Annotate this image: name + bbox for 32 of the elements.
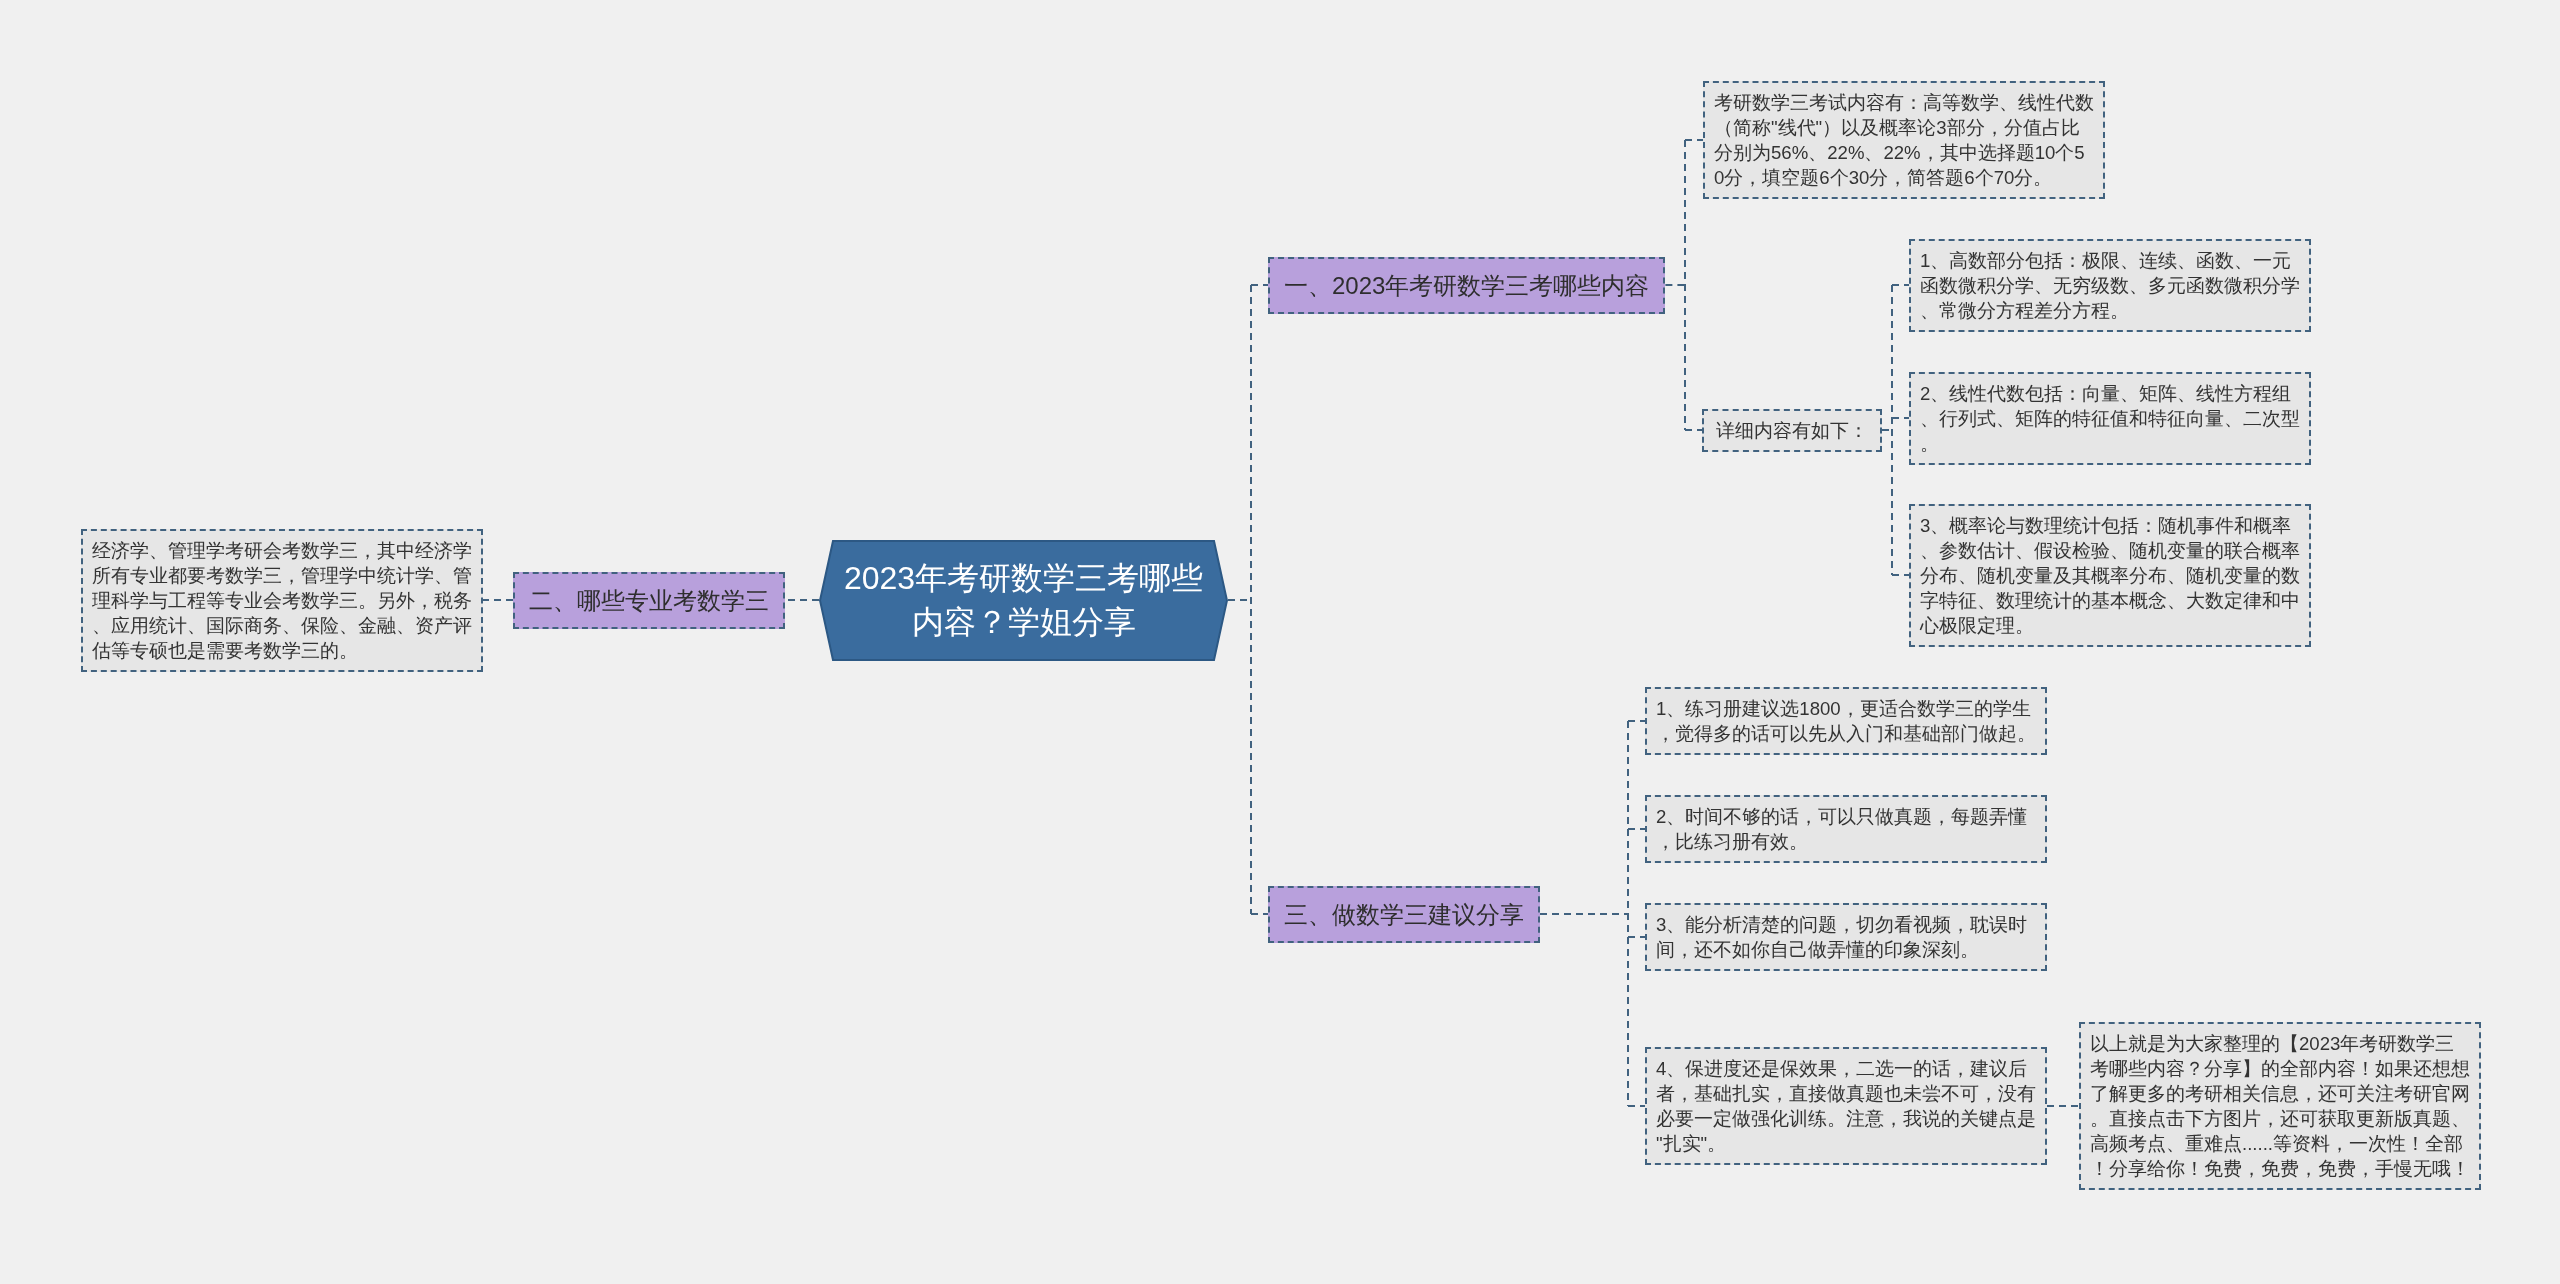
topic-box: 一、2023年考研数学三考哪些内容 (1268, 256, 1666, 314)
connector-line (1664, 139, 1686, 431)
central-topic: 2023年考研数学三考哪些内容？学姐分享 (819, 539, 1228, 661)
connector-line (1227, 284, 1252, 915)
connector-line (1684, 429, 1703, 431)
topic-box: 二、哪些专业考数学三 (513, 571, 785, 629)
connector-line (1627, 828, 1646, 830)
text-box: 3、能分析清楚的问题，切勿看视频，耽误时间，还不如你自己做弄懂的印象深刻。 (1645, 903, 2047, 971)
connector-line (1891, 284, 1910, 286)
subtopic-box: 详细内容有如下： (1702, 408, 1882, 452)
topic-box: 三、做数学三建议分享 (1268, 885, 1540, 943)
connector-line (1684, 139, 1704, 141)
connector-line (1891, 574, 1910, 576)
text-box: 2、时间不够的话，可以只做真题，每题弄懂，比练习册有效。 (1645, 795, 2047, 863)
text-box: 以上就是为大家整理的【2023年考研数学三考哪些内容？分享】的全部内容！如果还想想了解更多的考研相关信息，还可关注考研官网。直接点击下方图片，还可获取更新版真题、高频考点、重难点......等资料，一次性！全部！分享给你！免费，免费，免费，手慢无哦！ (2079, 1022, 2481, 1190)
text-box: 1、练习册建议选1800，更适合数学三的学生，觉得多的话可以先从入门和基础部门做起。 (1645, 687, 2047, 755)
connector-line (1250, 284, 1269, 286)
connector-line (1891, 417, 1910, 419)
text-box: 经济学、管理学考研会考数学三，其中经济学所有专业都要考数学三，管理学中统计学、管理科学与工程等专业会考数学三。另外，税务、应用统计、国际商务、保险、金融、资产评估等专硕也是需要考数学三的。 (81, 528, 483, 672)
connector-line (1627, 936, 1646, 938)
connector-line (1627, 1105, 1646, 1107)
connector-line (1539, 720, 1629, 1107)
connector-line (2046, 1105, 2080, 1107)
text-box: 考研数学三考试内容有：高等数学、线性代数（简称"线代"）以及概率论3部分，分值占比分别为56%、22%、22%，其中选择题10个50分，填空题6个30分，简答题6个70分。 (1703, 81, 2105, 199)
connector-line (1881, 284, 1893, 576)
text-box: 4、保进度还是保效果，二选一的话，建议后者，基础扎实，直接做真题也未尝不可，没有必要一定做强化训练。注意，我说的关键点是"扎实"。 (1645, 1047, 2047, 1165)
connector-line (1250, 913, 1269, 915)
connector-line (1627, 720, 1646, 722)
text-box: 1、高数部分包括：极限、连续、函数、一元函数微积分学、无穷级数、多元函数微积分学、常微分方程差分方程。 (1909, 238, 2311, 332)
text-box: 3、概率论与数理统计包括：随机事件和概率、参数估计、假设检验、随机变量的联合概率分布、随机变量及其概率分布、随机变量的数字特征、数理统计的基本概念、大数定律和中心极限定理。 (1909, 503, 2311, 647)
connector-line (482, 599, 514, 601)
text-box: 2、线性代数包括：向量、矩阵、线性方程组、行列式、矩阵的特征值和特征向量、二次型。 (1909, 371, 2311, 465)
